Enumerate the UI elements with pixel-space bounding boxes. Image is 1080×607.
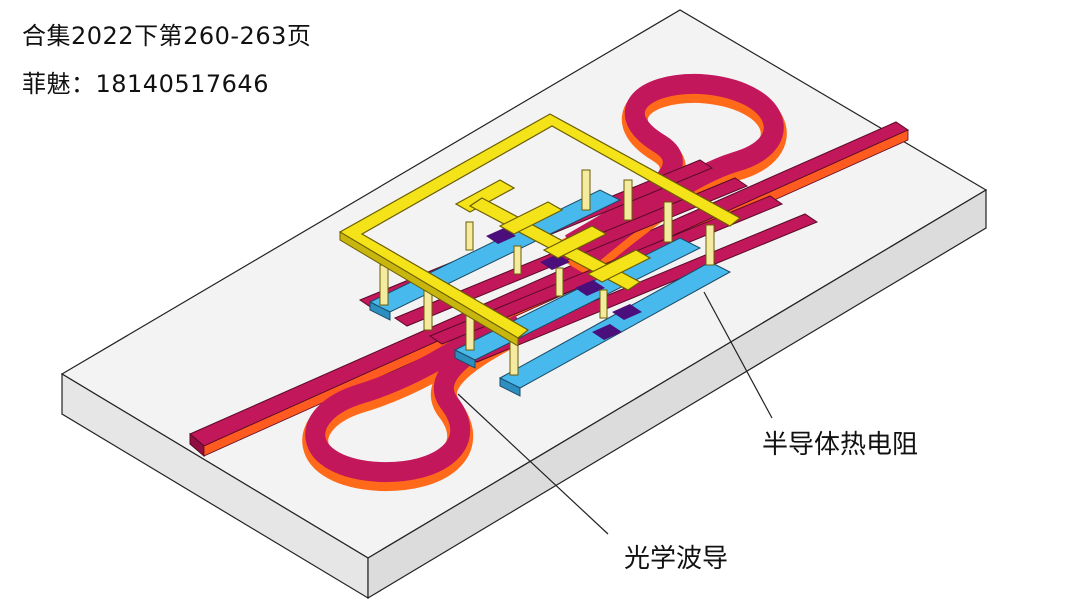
header-line-contact: 菲魅：18140517646 xyxy=(22,70,269,98)
heater-label: 半导体热电阻 xyxy=(762,430,919,460)
waveguide-leader xyxy=(457,393,609,535)
heater-leader xyxy=(703,291,773,419)
callout-lines xyxy=(457,291,773,535)
header-line-title: 合集2022下第260-263页 xyxy=(22,22,312,50)
metal-frame xyxy=(338,113,742,347)
metal-vias xyxy=(379,169,715,376)
heater-contacts xyxy=(486,228,642,340)
metal-electrodes xyxy=(454,179,652,291)
substrate-right xyxy=(367,188,987,600)
lower-loop-waveguide xyxy=(302,313,526,492)
waveguide-label: 光学波导 xyxy=(624,544,729,574)
